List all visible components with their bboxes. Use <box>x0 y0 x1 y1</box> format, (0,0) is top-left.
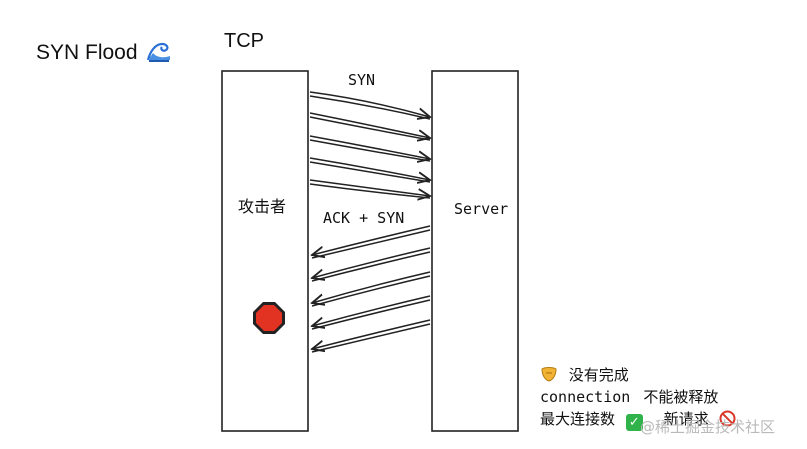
server-label: Server <box>454 200 509 218</box>
syn-arrows <box>309 91 431 199</box>
syn-label: SYN <box>348 71 376 89</box>
syn-arrow-5 <box>309 179 430 196</box>
check-icon: ✓ <box>625 414 643 431</box>
wave-icon <box>147 40 171 68</box>
ack-arrow-4 <box>312 295 431 326</box>
attacker-label: 攻击者 <box>238 197 287 216</box>
syn-arrow-1 <box>309 91 430 117</box>
watermark: @稀土掘金技术社区 <box>640 418 776 436</box>
ack-arrow-3 <box>312 271 431 303</box>
server-box <box>431 70 519 432</box>
ack-arrow-5 <box>312 319 431 349</box>
ack-arrow-2b <box>311 251 431 282</box>
ack-syn-arrows <box>311 225 431 353</box>
prohibited-icon <box>719 410 736 431</box>
note-line-2: connection 不能被释放 <box>540 386 718 407</box>
syn-arrow-2 <box>309 112 430 138</box>
syn-arrow-5b <box>309 183 431 199</box>
syn-arrow-3b <box>309 139 431 162</box>
ack-arrow-4b <box>311 299 431 330</box>
ack-arrow-1 <box>312 225 431 255</box>
stop-sign-icon <box>253 302 285 334</box>
ack-syn-label: ACK + SYN <box>323 209 405 227</box>
note-line-1-text: 没有完成 <box>568 366 629 384</box>
ack-arrow-5b <box>311 323 431 353</box>
syn-arrow-4b <box>309 161 431 183</box>
syn-arrow-3 <box>309 135 430 159</box>
ack-arrow-3b <box>311 275 431 307</box>
attacker-box <box>221 70 309 432</box>
protocol-label: TCP <box>224 30 264 52</box>
note-line-2-text: 不能被释放 <box>643 388 719 406</box>
bell-icon <box>540 366 558 386</box>
note-line-3: 最大连接数 ✓ 新请求 <box>540 408 736 431</box>
title-text: SYN Flood <box>36 41 138 64</box>
note-line-1: 没有完成 <box>540 364 629 386</box>
syn-arrow-1b <box>309 95 431 120</box>
syn-arrow-2b <box>309 116 431 141</box>
note-line-3-text: 最大连接数 <box>540 410 616 428</box>
ack-arrow-1b <box>311 229 431 259</box>
ack-arrow-2 <box>312 247 431 278</box>
note-line-3-text-2: 新请求 <box>663 410 709 428</box>
page-title: SYN Flood <box>36 40 171 68</box>
syn-arrow-4 <box>309 157 430 180</box>
note-line-2-word: connection <box>540 388 631 406</box>
